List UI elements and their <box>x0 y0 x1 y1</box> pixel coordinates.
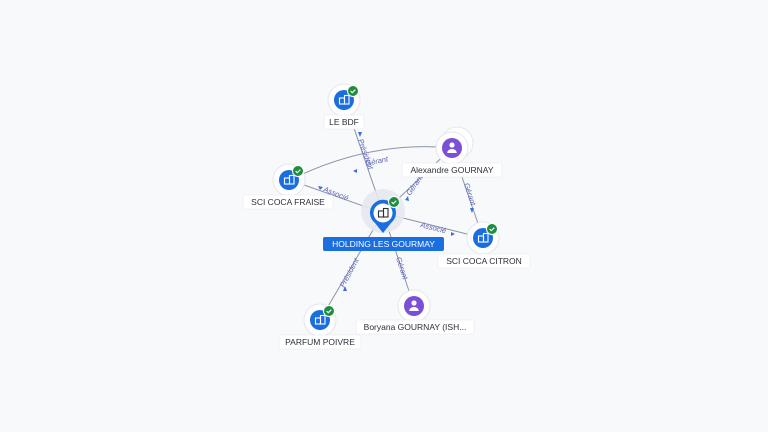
arrow-marker <box>405 196 409 201</box>
edge-alexandre-sci-coca-fraise <box>289 146 453 181</box>
edge-label-gerant-alexandre-citron: Gérant <box>462 182 478 207</box>
person-icon <box>409 300 419 311</box>
edge-arrows <box>318 132 474 291</box>
verified-check-icon <box>486 223 498 235</box>
arrow-marker <box>318 186 323 190</box>
node-label: LE BDF <box>329 117 359 127</box>
arrow-marker <box>353 169 357 173</box>
building-icon <box>377 207 389 218</box>
building-icon <box>314 314 326 325</box>
verified-check-icon <box>347 85 359 97</box>
node-label: SCI COCA FRAISE <box>251 197 325 207</box>
verified-check-icon <box>323 305 335 317</box>
edge-label-gerant-boryana: Gérant <box>394 256 410 281</box>
node-label: HOLDING LES GOURMAY <box>332 239 435 249</box>
node-label: Boryana GOURNAY (ISH... <box>364 322 467 332</box>
building-icon <box>338 94 350 105</box>
node-boryana-gournay[interactable]: Boryana GOURNAY (ISH... <box>355 289 475 335</box>
edge-center-parfum-poivre <box>319 212 384 321</box>
arrow-marker <box>451 232 455 236</box>
node-le-bdf[interactable]: LE BDF <box>323 83 365 130</box>
node-label: SCI COCA CITRON <box>446 256 522 266</box>
edge-label-associe-citron: Associé <box>419 220 448 235</box>
arrow-marker <box>470 208 474 213</box>
building-icon <box>283 174 295 185</box>
node-parfum-poivre[interactable]: PARFUM POIVRE <box>278 303 362 350</box>
arrow-marker <box>343 286 347 291</box>
edge-label-president-parfum: Président <box>338 256 361 289</box>
node-alexandre-gournay[interactable]: Alexandre GOURNAY <box>401 126 503 178</box>
node-label: Alexandre GOURNAY <box>411 165 494 175</box>
verified-check-icon <box>388 196 400 208</box>
node-sci-coca-citron[interactable]: SCI COCA CITRON <box>437 221 531 269</box>
person-icon <box>447 142 457 153</box>
node-holding-les-gourmay[interactable]: HOLDING LES GOURMAY <box>323 189 444 251</box>
building-icon <box>477 232 489 243</box>
arrow-marker <box>358 132 362 137</box>
node-sci-coca-fraise[interactable]: SCI COCA FRAISE <box>242 163 334 210</box>
verified-check-icon <box>292 165 304 177</box>
node-label: PARFUM POIVRE <box>285 337 355 347</box>
